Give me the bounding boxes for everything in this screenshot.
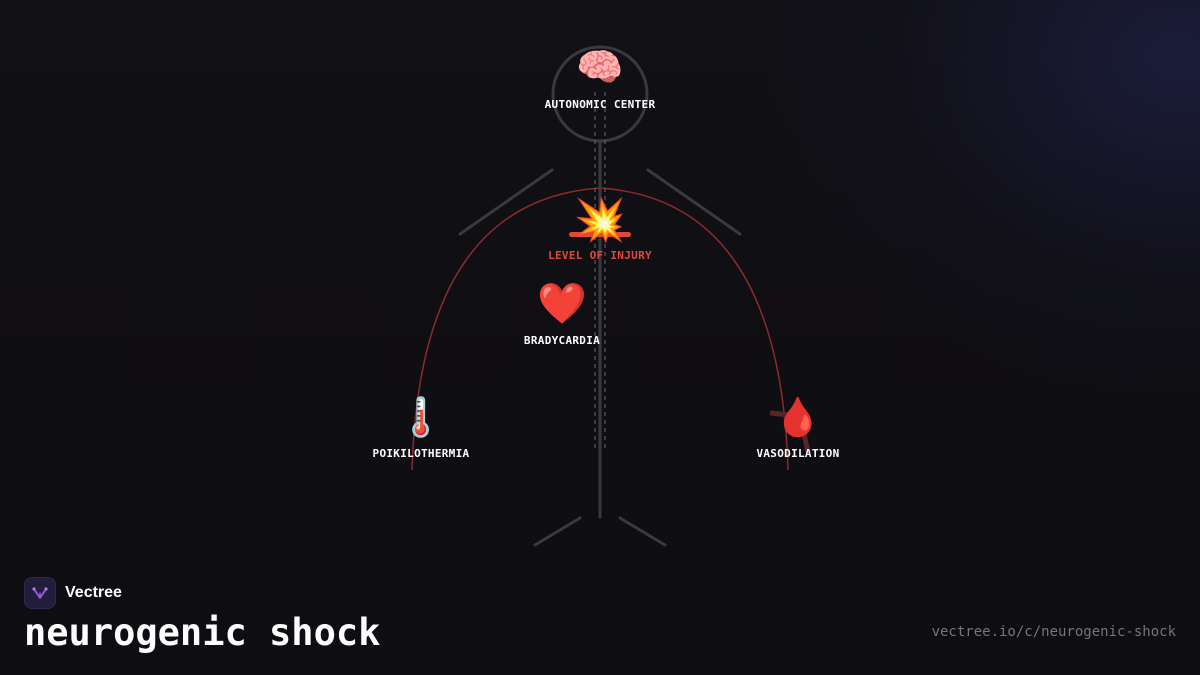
spinal-cord-pathways xyxy=(594,92,606,450)
effect-curve-right xyxy=(599,187,789,471)
brand: Vectree xyxy=(24,577,122,609)
explosion-icon: 💥 xyxy=(574,195,626,245)
page-title: neurogenic shock xyxy=(24,611,381,654)
vectree-logo-icon xyxy=(24,577,56,609)
bradycardia-label: BRADYCARDIA xyxy=(524,334,600,347)
left-leg xyxy=(533,516,582,547)
page-url[interactable]: vectree.io/c/neurogenic-shock xyxy=(931,624,1176,640)
vectree-logo-mark xyxy=(32,587,48,599)
vessel-accent xyxy=(769,410,811,453)
left-arm xyxy=(458,168,554,236)
thermometer-icon: 🌡️ xyxy=(397,395,444,439)
poikilothermia-label: POIKILOTHERMIA xyxy=(373,447,470,460)
level-of-injury-label: LEVEL OF INJURY xyxy=(548,249,652,262)
autonomic-center-label: AUTONOMIC CENTER xyxy=(545,98,656,111)
effect-curve-left xyxy=(411,187,601,471)
body-silhouette xyxy=(458,45,742,547)
brand-name: Vectree xyxy=(65,584,122,601)
right-leg xyxy=(618,516,667,547)
heart-icon: ❤️ xyxy=(537,281,587,327)
right-arm xyxy=(646,168,742,236)
vasodilation-label: VASODILATION xyxy=(756,447,839,460)
injury-level-bar xyxy=(569,232,631,237)
brain-icon: 🧠 xyxy=(576,45,623,89)
blood-drop-icon: 🩸 xyxy=(774,395,821,439)
